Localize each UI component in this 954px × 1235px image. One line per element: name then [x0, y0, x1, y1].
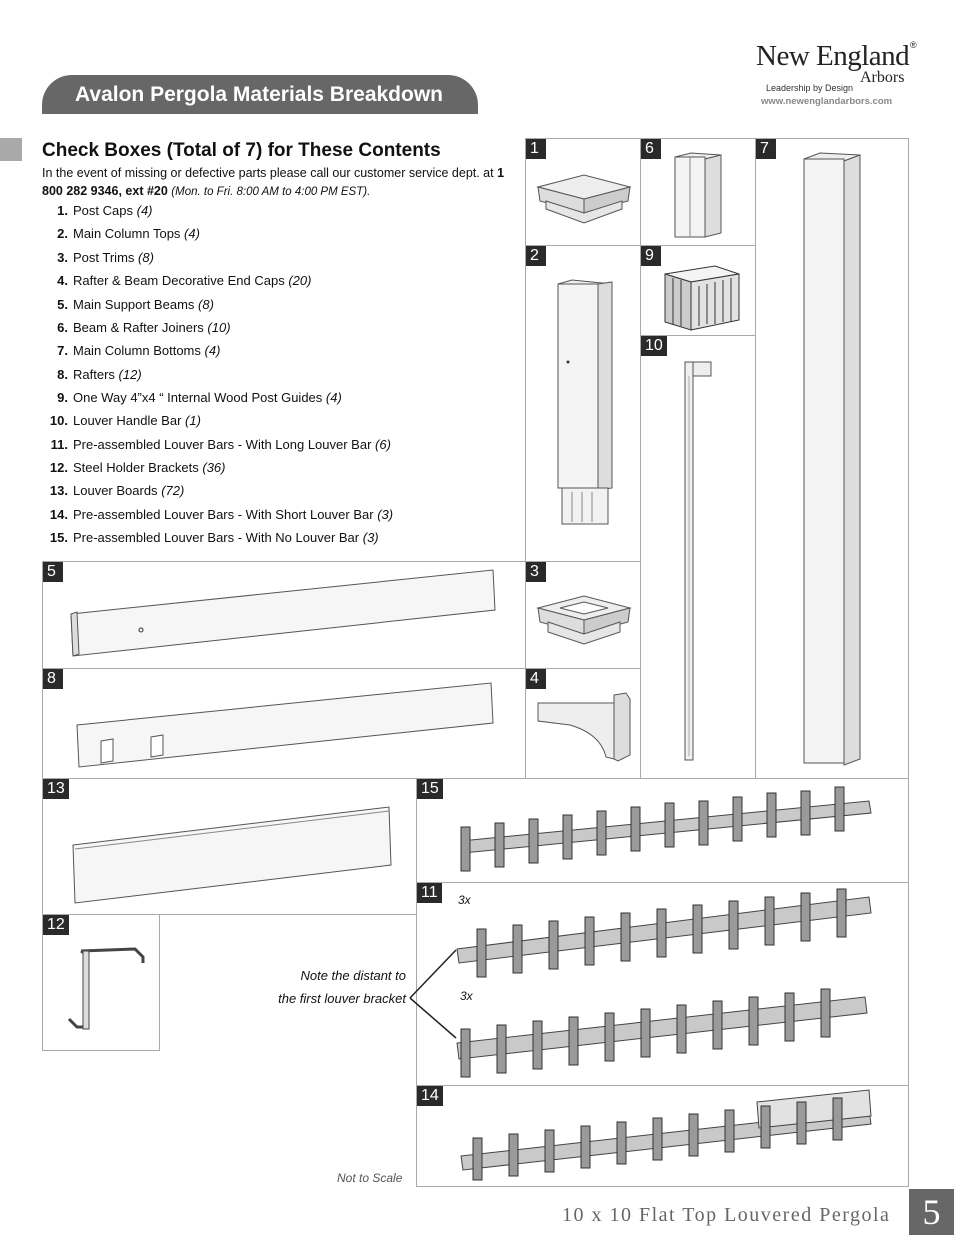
figure-cell-10: 10 — [640, 335, 756, 779]
page-number: 5 — [922, 1192, 941, 1232]
list-item: 3.Post Trims (8) — [57, 250, 154, 265]
figure-label: 14 — [417, 1086, 443, 1106]
figure-cell-11: 11 — [416, 882, 909, 1086]
louver-board-illustration — [72, 806, 392, 904]
logo-tagline: Leadership by Design — [766, 83, 854, 93]
list-item: 12.Steel Holder Brackets (36) — [49, 460, 226, 475]
figure-cell-15: 15 — [416, 778, 909, 883]
figure-label: 5 — [43, 562, 63, 582]
list-item: 11.Pre-assembled Louver Bars - With Long… — [50, 437, 391, 452]
qty-label-top: 3x — [458, 893, 471, 907]
joiner-illustration — [674, 152, 722, 238]
list-item: 15.Pre-assembled Louver Bars - With No L… — [49, 530, 379, 545]
footer-title: 10 x 10 Flat Top Louvered Pergola — [562, 1204, 891, 1226]
logo-name: New England — [756, 40, 910, 72]
figure-cell-1: 1 — [525, 138, 641, 246]
contents-heading: Check Boxes (Total of 7) for These Conte… — [42, 140, 441, 161]
louver-bar-long-illustration — [456, 888, 872, 1078]
end-cap-illustration — [537, 692, 631, 762]
figure-label: 8 — [43, 669, 63, 689]
list-item: 7.Main Column Bottoms (4) — [57, 343, 221, 358]
figure-label: 1 — [526, 139, 546, 159]
steel-holder-bracket-illustration — [67, 947, 145, 1030]
figure-cell-3: 3 — [525, 561, 641, 669]
page-title: Avalon Pergola Materials Breakdown — [75, 83, 444, 106]
figure-cell-7: 7 — [755, 138, 909, 779]
figure-cell-6: 6 — [640, 138, 756, 246]
note-line-2: the first louver bracket — [278, 991, 406, 1006]
intro-text: In the event of missing or defective par… — [42, 166, 494, 180]
list-item: 1.Post Caps (4) — [57, 203, 153, 218]
figure-label: 9 — [641, 246, 661, 266]
scale-note: Not to Scale — [337, 1171, 403, 1185]
figure-cell-9: 9 — [640, 245, 756, 336]
louver-handle-bar-illustration — [684, 361, 712, 761]
list-item: 2.Main Column Tops (4) — [57, 226, 200, 241]
figure-cell-14: 14 — [416, 1085, 909, 1187]
post-guide-illustration — [664, 265, 740, 331]
list-item: 4.Rafter & Beam Decorative End Caps (20) — [57, 273, 312, 288]
qty-label-bottom: 3x — [460, 989, 473, 1003]
list-item: 13.Louver Boards (72) — [49, 483, 185, 498]
logo-subname: Arbors — [860, 69, 905, 86]
list-item: 10.Louver Handle Bar (1) — [49, 413, 201, 428]
louver-bar-short-illustration — [460, 1089, 872, 1181]
figure-cell-8: 8 — [42, 668, 526, 779]
list-item: 5.Main Support Beams (8) — [57, 297, 214, 312]
figure-cell-5: 5 — [42, 561, 526, 669]
logo-url: www.newenglandarbors.com — [761, 96, 893, 107]
post-cap-illustration — [536, 174, 632, 224]
post-trim-illustration — [536, 595, 632, 645]
figure-label: 12 — [43, 915, 69, 935]
list-item: 14.Pre-assembled Louver Bars - With Shor… — [49, 507, 394, 522]
figure-label: 2 — [526, 246, 546, 266]
figure-label: 15 — [417, 779, 443, 799]
main-column-bottom-illustration — [803, 152, 861, 766]
figure-cell-13: 13 — [42, 778, 417, 915]
service-hours: (Mon. to Fri. 8:00 AM to 4:00 PM EST). — [171, 186, 371, 198]
figure-label: 13 — [43, 779, 69, 799]
main-support-beam-illustration — [70, 569, 496, 657]
louver-bar-no-long-illustration — [460, 786, 872, 872]
figure-label: 10 — [641, 336, 667, 356]
figure-label: 7 — [756, 139, 776, 159]
phone-number: 1 800 282 9346, ext #20 — [42, 166, 505, 198]
list-item: 6.Beam & Rafter Joiners (10) — [57, 320, 231, 335]
figure-label: 6 — [641, 139, 661, 159]
page-number-box — [909, 1189, 954, 1235]
bracket-note: Note the distant to the first louver bra… — [196, 964, 406, 1010]
main-column-top-illustration — [557, 279, 613, 525]
figure-label: 3 — [526, 562, 546, 582]
side-tab-marker — [0, 138, 22, 161]
figure-cell-4: 4 — [525, 668, 641, 779]
figure-cell-12: 12 — [42, 914, 160, 1051]
contents-intro: In the event of missing or defective par… — [42, 164, 522, 201]
title-banner — [42, 75, 478, 114]
note-line-1: Note the distant to — [300, 968, 406, 983]
logo-registered-mark: ® — [910, 40, 917, 50]
rafter-illustration — [76, 682, 494, 768]
figure-cell-2: 2 — [525, 245, 641, 562]
list-item: 8.Rafters (12) — [57, 367, 142, 382]
figure-label: 11 — [417, 883, 442, 903]
list-item: 9.One Way 4”x4 “ Internal Wood Post Guid… — [57, 390, 342, 405]
figure-label: 4 — [526, 669, 546, 689]
